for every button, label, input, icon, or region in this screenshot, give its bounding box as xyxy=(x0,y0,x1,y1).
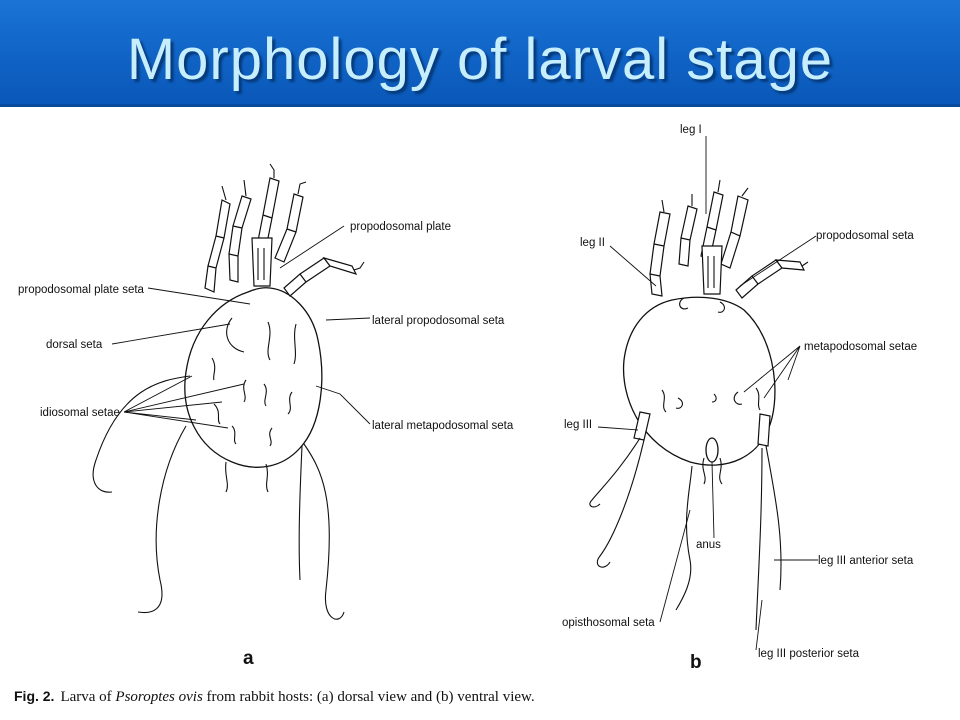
label-lateral-metapodosomal-seta: lateral metapodosomal seta xyxy=(372,420,514,432)
label-leg-ii: leg II xyxy=(580,237,605,249)
label-propodosomal-plate: propodosomal plate xyxy=(350,221,451,233)
leaders-b xyxy=(597,136,818,651)
label-lateral-propodosomal-seta: lateral propodosomal seta xyxy=(372,315,505,327)
label-propodosomal-plate-seta: propodosomal plate seta xyxy=(18,284,145,296)
legs-a xyxy=(204,177,358,297)
mite-dorsal-view: propodosomal plate propodosomal plate se… xyxy=(18,163,514,669)
panel-letter-a: a xyxy=(243,648,254,669)
idiosoma-outline-a xyxy=(184,287,323,468)
caption-species: Psoroptes ovis xyxy=(115,689,203,705)
mite-ventral-view: leg I leg II propodosomal seta metapodos… xyxy=(562,124,917,673)
leaders-a xyxy=(111,225,371,429)
leg-tip-setae-b xyxy=(661,179,809,267)
legs-b xyxy=(633,191,806,447)
label-idiosomal-setae: idiosomal setae xyxy=(40,407,120,419)
label-anus: anus xyxy=(696,539,721,551)
label-metapodosomal-setae: metapodosomal setae xyxy=(804,341,917,353)
label-leg-i: leg I xyxy=(680,124,702,136)
caption-fig-label: Fig. 2. xyxy=(14,688,55,704)
label-leg-iii-posterior-seta: leg III posterior seta xyxy=(758,648,860,660)
posterior-setae-b xyxy=(589,437,782,631)
label-leg-iii: leg III xyxy=(564,419,592,431)
caption-text-before: Larva of xyxy=(60,689,116,705)
caption-text-after: from rabbit hosts: (a) dorsal view and (… xyxy=(202,689,535,705)
idiosoma-outline-b xyxy=(622,296,776,466)
slide-title: Morphology of larval stage xyxy=(126,27,834,92)
posterior-setae-a xyxy=(92,375,345,620)
mite-larva-diagram: propodosomal plate propodosomal plate se… xyxy=(18,124,917,673)
dorsal-setae-a xyxy=(211,317,297,447)
panel-letter-b: b xyxy=(690,652,702,673)
leg-tip-setae-a xyxy=(221,163,365,271)
title-bar: Morphology of larval stage xyxy=(0,0,960,107)
label-dorsal-seta: dorsal seta xyxy=(46,339,103,351)
figure-caption: Fig. 2. Larva of Psoroptes ovis from rabb… xyxy=(14,688,954,706)
label-leg-iii-anterior-seta: leg III anterior seta xyxy=(818,555,914,567)
anus-opening xyxy=(705,437,719,463)
label-opisthosomal-seta: opisthosomal seta xyxy=(562,617,655,629)
label-propodosomal-seta: propodosomal seta xyxy=(816,230,914,242)
